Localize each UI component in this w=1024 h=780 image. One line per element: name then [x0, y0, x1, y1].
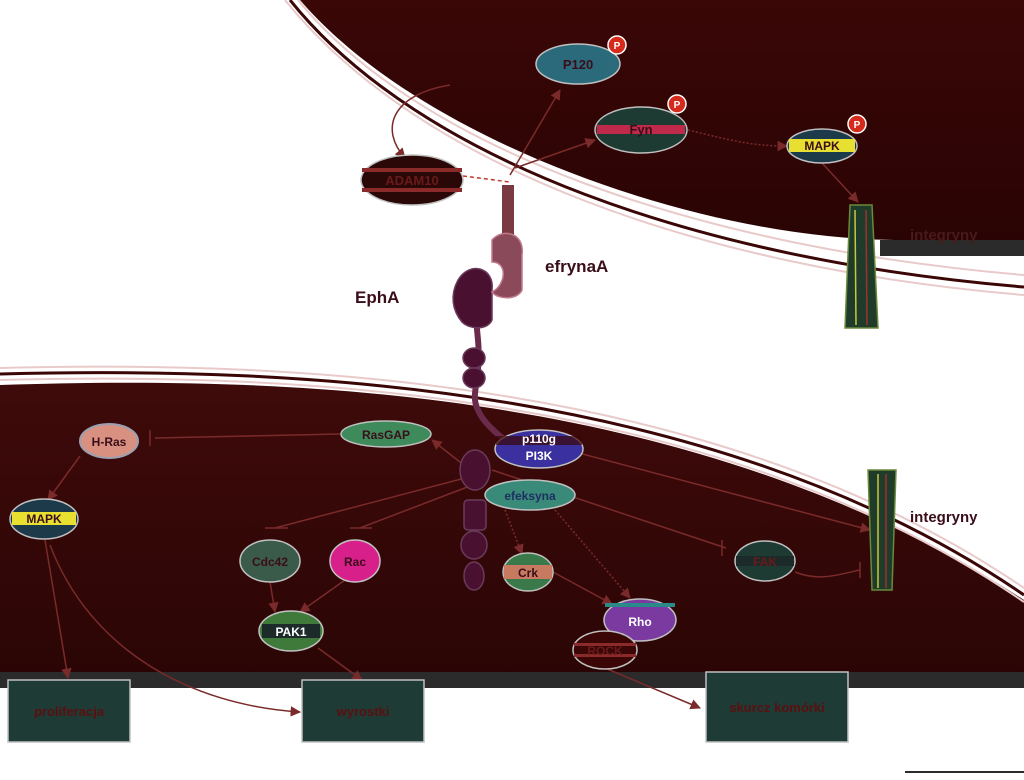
node-crk: Crk: [502, 552, 554, 592]
node-pak1-label: PAK1: [275, 625, 306, 639]
node-rho-label: Rho: [628, 615, 651, 629]
node-pi3k-label: PI3K: [526, 449, 553, 463]
efrynaa-label: efrynaA: [545, 257, 608, 276]
phospho-label: P: [854, 120, 861, 131]
node-adam10: ADAM10: [360, 154, 464, 206]
node-p120: P120: [535, 43, 621, 85]
node-mapk-top-label: MAPK: [804, 139, 840, 153]
node-efeksyna: efeksyna: [484, 479, 576, 511]
integrin-rod-top: [844, 204, 879, 329]
node-pak1: PAK1: [258, 610, 324, 652]
node-rasgap: RasGAP: [340, 420, 432, 448]
phospho-badge-fyn: P: [667, 94, 687, 114]
node-mapk-left: MAPK: [9, 498, 79, 540]
node-fak: FAK: [734, 540, 796, 582]
node-p120-label: P120: [563, 57, 593, 72]
epha-receptor: [452, 185, 514, 591]
node-efeksyna-label: efeksyna: [504, 489, 556, 503]
phospho-badge-p120: P: [607, 35, 627, 55]
node-rac-label: Rac: [344, 555, 366, 569]
node-rock-label: ROCK: [587, 644, 623, 658]
node-fak-label: FAK: [753, 555, 777, 569]
outcome-skurcz: skurcz komórki: [705, 671, 849, 743]
node-adam10-label: ADAM10: [385, 173, 438, 188]
node-fyn-label: Fyn: [629, 122, 652, 137]
node-pi3k: p110g PI3K: [494, 429, 584, 469]
node-rho: Rho: [603, 598, 677, 642]
node-rasgap-label: RasGAP: [362, 428, 410, 442]
phospho-label: P: [674, 100, 681, 111]
node-mapk-left-label: MAPK: [26, 512, 62, 526]
outcome-wyrostki-label: wyrostki: [336, 704, 390, 719]
node-hras: H-Ras: [79, 423, 139, 459]
node-fyn: Fyn: [594, 106, 688, 154]
phospho-label: P: [614, 41, 621, 52]
node-hras-label: H-Ras: [92, 435, 127, 449]
efrynaa-ligand: [490, 232, 523, 299]
outcome-wyrostki: wyrostki: [301, 679, 425, 743]
node-rac: Rac: [329, 539, 381, 583]
integrin-rod-bottom: [867, 469, 897, 591]
node-rock: ROCK: [572, 630, 638, 670]
epha-label: EphA: [355, 288, 399, 307]
phospho-badge-mapk: P: [847, 114, 867, 134]
outcome-proliferacja-label: proliferacja: [34, 704, 105, 719]
node-crk-label: Crk: [518, 566, 538, 580]
integryny-label-top: integryny: [910, 227, 978, 244]
node-p110g-label: p110g: [522, 432, 556, 446]
node-cdc42-label: Cdc42: [252, 555, 288, 569]
node-mapk-top: MAPK: [786, 128, 858, 164]
outcome-skurcz-label: skurcz komórki: [729, 700, 824, 715]
outcome-proliferacja: proliferacja: [7, 679, 131, 743]
integryny-label-bottom: integryny: [910, 509, 978, 526]
node-cdc42: Cdc42: [239, 539, 301, 583]
